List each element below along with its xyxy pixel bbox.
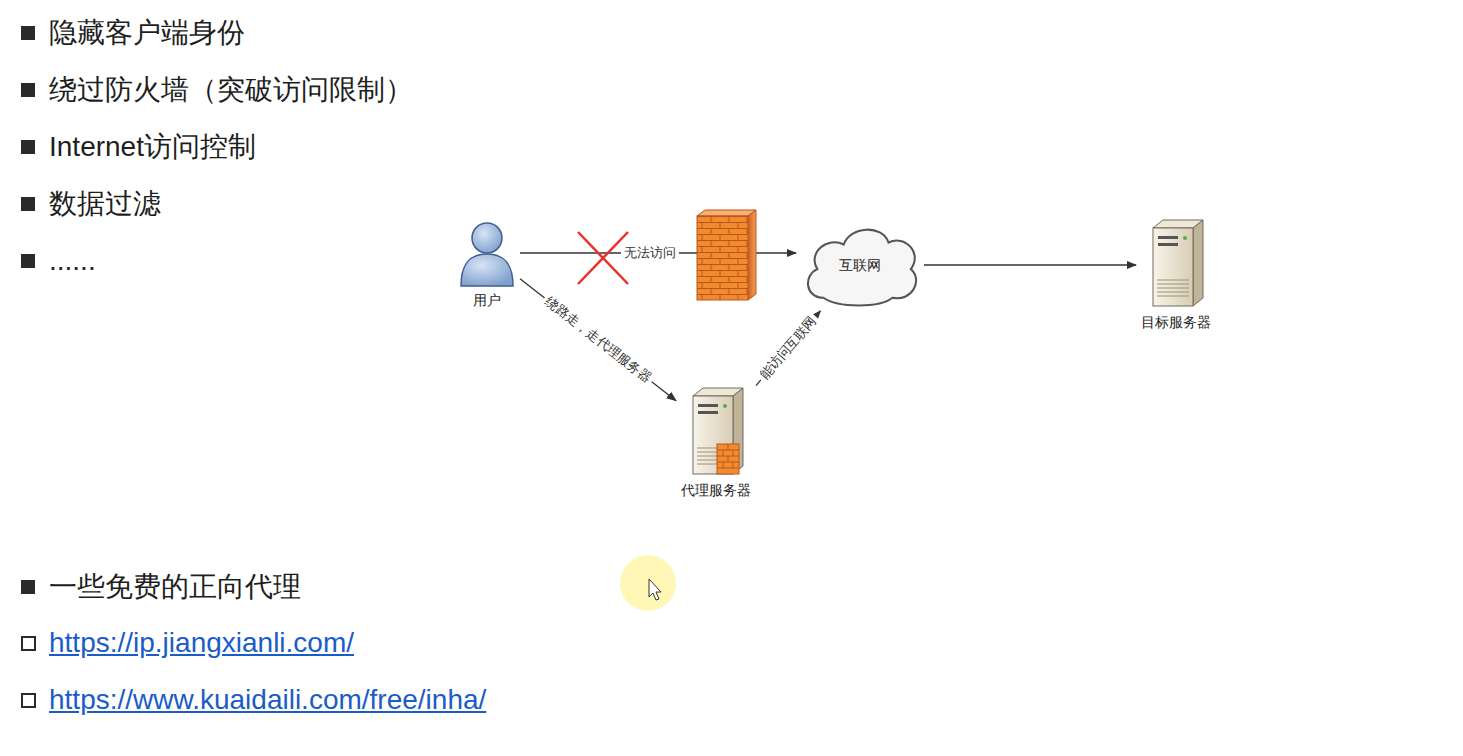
bullet-text: ...... <box>49 242 96 280</box>
hollow-bullet <box>22 637 35 707</box>
edge-label: 能访问互联网 <box>755 311 822 385</box>
bullet-text: 数据过滤 <box>49 185 161 223</box>
server-icon <box>1141 218 1211 310</box>
connector-arrow <box>924 264 1136 265</box>
bullet-square <box>21 26 35 594</box>
url-link: https://www.kuaidaili.com/free/inha/ <box>49 681 486 719</box>
user-node: 用户 <box>457 218 517 309</box>
bullet-text: Internet访问控制 <box>49 128 256 166</box>
node-label: 目标服务器 <box>1139 313 1213 331</box>
mouse-cursor <box>649 579 661 600</box>
edge-label: 无法访问 <box>621 245 679 261</box>
cloud-node: 互联网 <box>799 222 921 308</box>
proxy-server-node: 代理服务器 <box>679 386 753 499</box>
edge-label: 绕路走，走代理服务器 <box>539 292 656 388</box>
connector-arrow <box>520 279 676 401</box>
server-icon <box>681 386 751 478</box>
bullet-text: 隐藏客户端身份 <box>49 14 245 52</box>
bullet-text: 一些免费的正向代理 <box>49 568 301 606</box>
server-node: 目标服务器 <box>1139 218 1213 331</box>
node-label: 代理服务器 <box>679 481 753 499</box>
person-icon <box>457 218 517 288</box>
node-label: 用户 <box>471 291 503 309</box>
node-label: 互联网 <box>837 256 883 274</box>
firewall-icon <box>697 210 756 300</box>
bullet-text: 绕过防火墙（突破访问限制） <box>49 71 413 109</box>
cursor-highlight <box>620 555 676 611</box>
url-link: https://ip.jiangxianli.com/ <box>49 624 354 662</box>
